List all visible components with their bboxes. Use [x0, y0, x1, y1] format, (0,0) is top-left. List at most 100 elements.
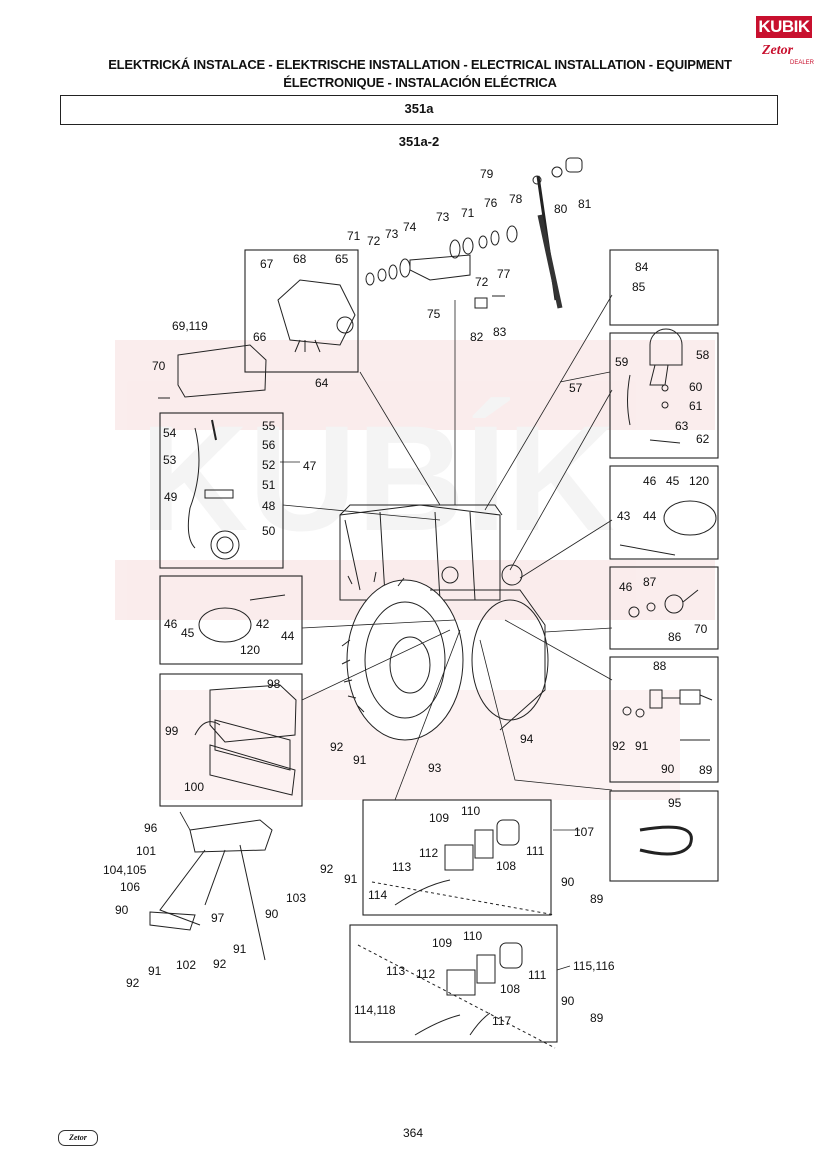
work-lamp-right — [663, 500, 717, 536]
label-45: 45 — [666, 474, 680, 488]
label-111: 111 — [528, 968, 547, 982]
label-95: 95 — [668, 796, 682, 810]
label-91: 91 — [353, 753, 367, 767]
bracket-75 — [409, 254, 471, 281]
kubik-logo: KUBIK Zetor DEALER — [756, 16, 815, 68]
label-97: 97 — [211, 911, 225, 925]
label-58: 58 — [696, 348, 710, 362]
rear-lamp — [210, 530, 240, 560]
label-79: 79 — [480, 167, 494, 181]
box-assembly-115 — [349, 924, 558, 1043]
label-112: 112 — [416, 967, 435, 981]
label-45: 45 — [181, 626, 195, 640]
label-76: 76 — [484, 196, 498, 210]
box-lamp-98 — [159, 673, 303, 807]
logo-brand: KUBIK — [756, 16, 812, 38]
watermark: KUBÍK — [115, 340, 715, 800]
box-cable-95 — [609, 790, 719, 882]
label-108: 108 — [496, 859, 516, 873]
label-71: 71 — [461, 206, 475, 220]
part-numbers: 79 80 81 76 78 71 73 71 72 73 74 72 77 7… — [103, 167, 713, 1028]
wiper-blade — [537, 214, 563, 309]
label-120: 120 — [689, 474, 709, 488]
title-line-2: ÉLECTRONIQUE - INSTALACIÓN ELÉCTRICA — [283, 75, 557, 90]
tractor-drawing — [339, 504, 549, 741]
label-82: 82 — [470, 330, 484, 344]
label-44: 44 — [643, 509, 657, 523]
label-106: 106 — [120, 880, 140, 894]
label-90: 90 — [661, 762, 675, 776]
label-110: 110 — [463, 929, 482, 943]
logo-sub: Zetor — [762, 43, 794, 58]
label-73: 73 — [385, 227, 399, 241]
label-83: 83 — [493, 325, 507, 339]
box-assembly-107 — [362, 799, 552, 916]
label-103: 103 — [286, 891, 306, 905]
box-mount-86 — [609, 566, 719, 650]
label-90: 90 — [561, 875, 575, 889]
label-52: 52 — [262, 458, 276, 472]
label-44: 44 — [281, 629, 295, 643]
label-49: 49 — [164, 490, 178, 504]
work-lamp-left — [198, 607, 252, 643]
box-rear-lamp — [159, 412, 284, 569]
label-113: 113 — [392, 860, 411, 874]
label-46: 46 — [643, 474, 657, 488]
label-110: 110 — [461, 804, 480, 818]
label-81: 81 — [578, 197, 592, 211]
beacon-lamp — [649, 328, 683, 366]
label-115-116: 115,116 — [573, 959, 615, 973]
label-73: 73 — [436, 210, 450, 224]
label-108: 108 — [500, 982, 520, 996]
logo-tag: DEALER — [790, 60, 815, 66]
label-91: 91 — [233, 942, 247, 956]
label-90: 90 — [115, 903, 129, 917]
label-46: 46 — [619, 580, 633, 594]
label-92: 92 — [320, 862, 334, 876]
label-75: 75 — [427, 307, 441, 321]
label-91: 91 — [344, 872, 358, 886]
label-84: 84 — [635, 260, 649, 274]
label-65: 65 — [335, 252, 349, 266]
section-label: 351a — [404, 101, 434, 116]
label-62: 62 — [696, 432, 710, 446]
box-work-lamp-right — [609, 465, 719, 560]
lamp-98 — [209, 684, 297, 743]
label-92: 92 — [126, 976, 140, 990]
label-74: 74 — [403, 220, 417, 234]
label-43: 43 — [617, 509, 631, 523]
label-60: 60 — [689, 380, 703, 394]
label-71: 71 — [347, 229, 361, 243]
label-77: 77 — [497, 267, 511, 281]
cover-69-119 — [177, 344, 267, 398]
label-70: 70 — [694, 622, 708, 636]
label-104-105: 104,105 — [103, 863, 147, 877]
label-67: 67 — [260, 257, 274, 271]
label-92: 92 — [213, 957, 227, 971]
label-89: 89 — [590, 1011, 604, 1025]
label-99: 99 — [165, 724, 179, 738]
label-72: 72 — [475, 275, 489, 289]
subsection-label: 351a-2 — [398, 134, 440, 149]
label-88: 88 — [653, 659, 667, 673]
label-112: 112 — [419, 846, 438, 860]
label-90: 90 — [265, 907, 279, 921]
label-46: 46 — [164, 617, 178, 631]
wiper-motor — [277, 279, 356, 346]
label-117: 117 — [492, 1014, 511, 1028]
label-57: 57 — [569, 381, 583, 395]
label-120: 120 — [240, 643, 260, 657]
label-111: 111 — [526, 844, 545, 858]
label-68: 68 — [293, 252, 307, 266]
box-84-85 — [609, 249, 719, 326]
label-87: 87 — [643, 575, 657, 589]
label-64: 64 — [315, 376, 329, 390]
label-70: 70 — [152, 359, 166, 373]
lamp-body-115 — [446, 969, 476, 996]
label-89: 89 — [699, 763, 713, 777]
label-94: 94 — [520, 732, 534, 746]
box-wiper-motor — [244, 249, 359, 373]
label-56: 56 — [262, 438, 276, 452]
label-51: 51 — [262, 478, 276, 492]
label-89: 89 — [590, 892, 604, 906]
